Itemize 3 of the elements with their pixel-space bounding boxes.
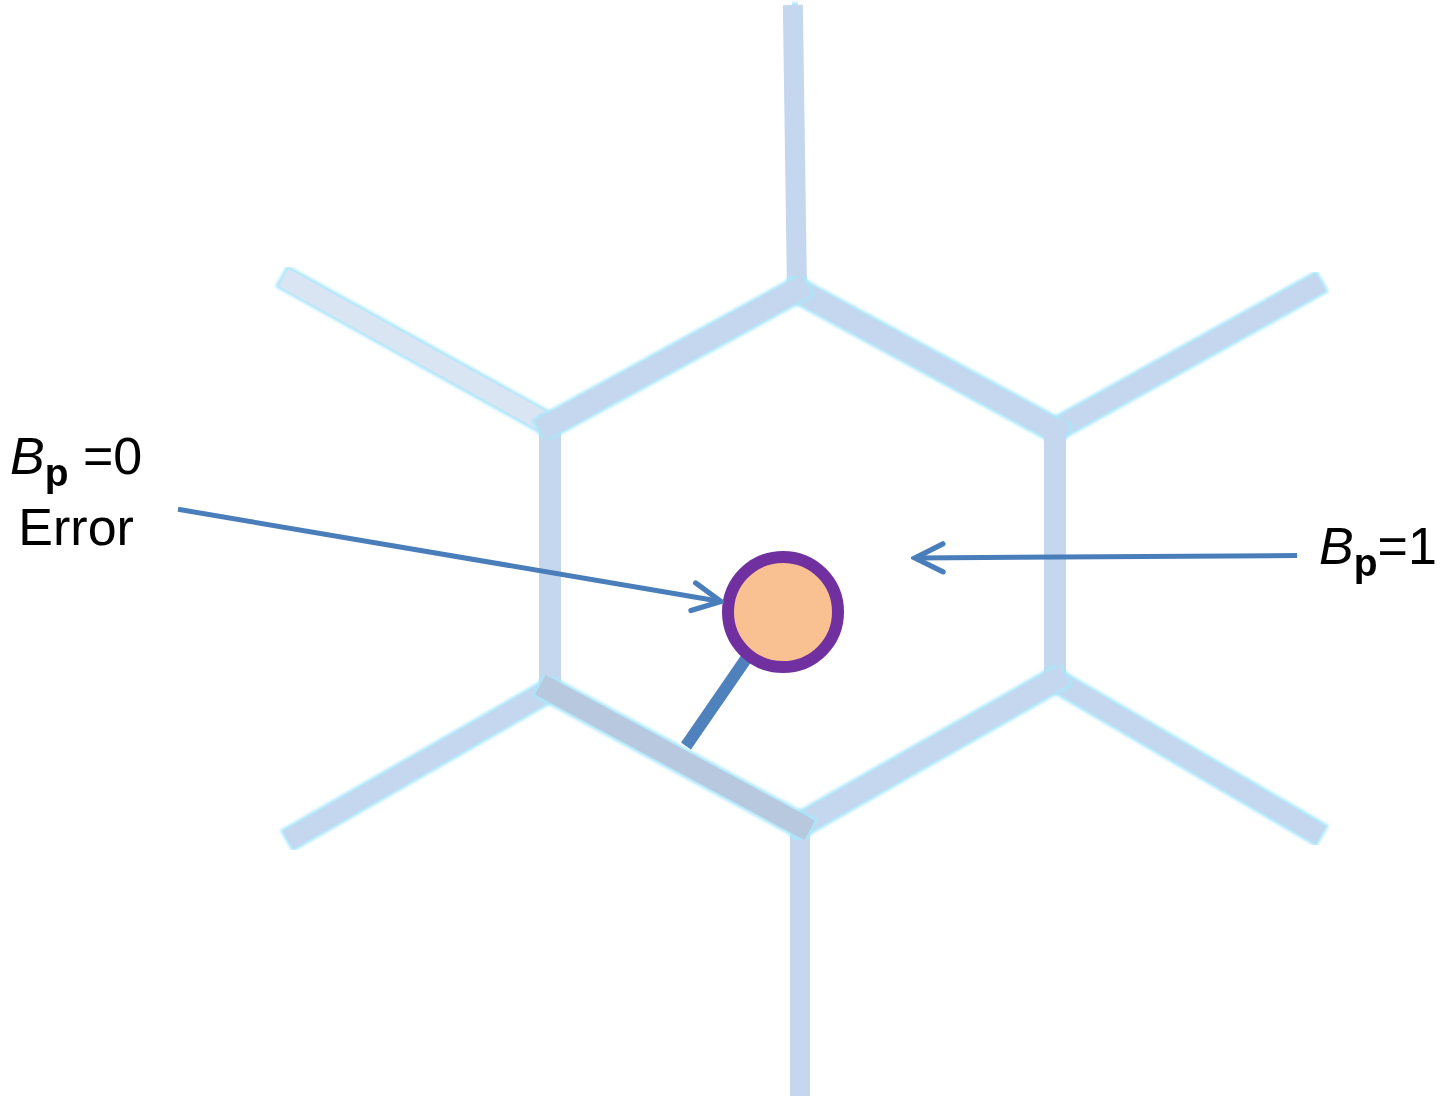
label-text: Error — [18, 497, 134, 559]
label-text: B$_{p}$=1 — [1319, 516, 1437, 586]
label-text: B$_{p}$ =0 — [10, 426, 143, 496]
